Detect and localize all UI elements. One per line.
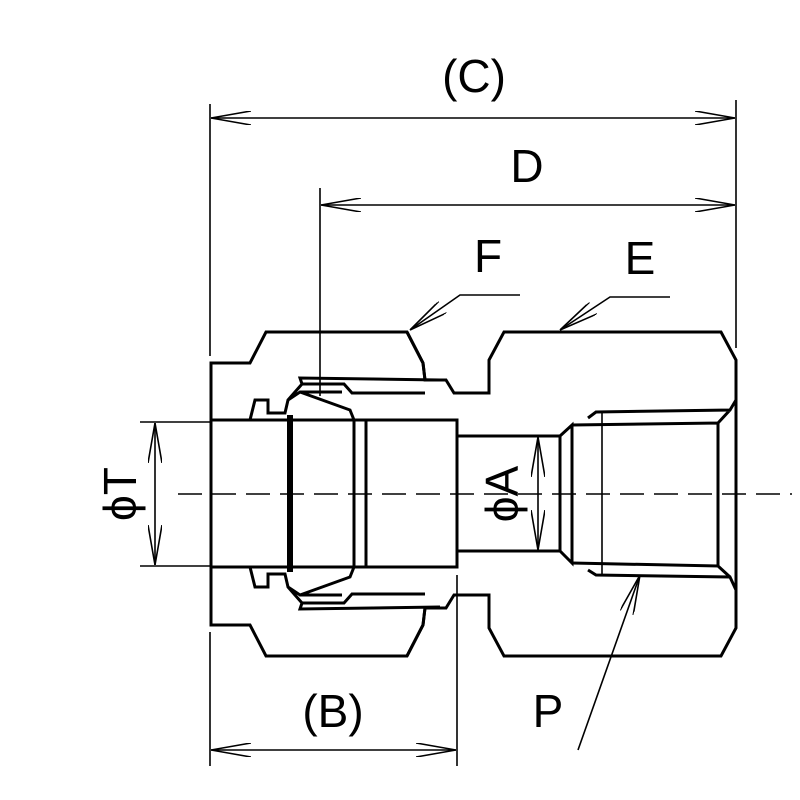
label-phi-a: ϕA (476, 465, 528, 522)
nut-separation (405, 331, 427, 657)
bore-a (457, 421, 574, 567)
label-e: E (625, 232, 656, 284)
label-d: D (510, 140, 543, 192)
leader-p (577, 575, 640, 751)
label-p: P (533, 685, 564, 737)
tube (211, 418, 459, 569)
leader-f (410, 294, 520, 330)
threaded-port (571, 399, 738, 591)
label-f: F (474, 230, 502, 282)
label-b: (B) (302, 685, 363, 737)
ferrule-bottom (248, 566, 441, 611)
leader-e (560, 296, 670, 330)
label-phi-t: ϕT (94, 467, 146, 521)
ferrule-top (248, 376, 441, 421)
label-c: (C) (442, 50, 506, 102)
